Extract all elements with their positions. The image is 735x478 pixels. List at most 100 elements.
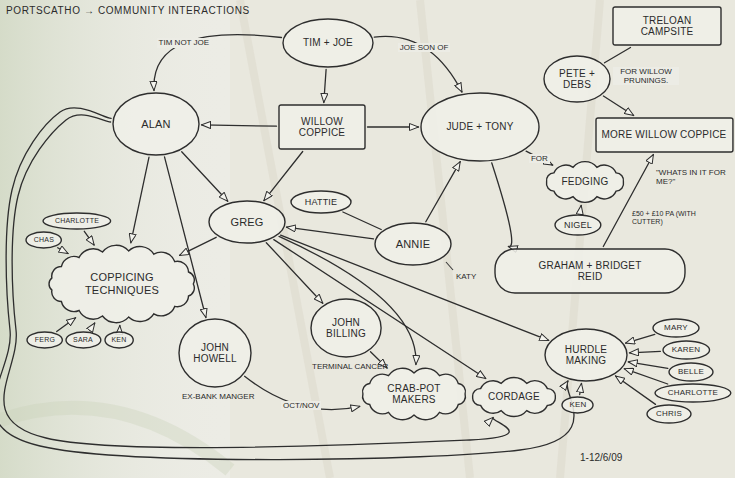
- ellipse-node: CHARLOTTE: [42, 212, 112, 230]
- connector: [616, 376, 656, 404]
- node-text: TIM + JOE: [303, 37, 353, 49]
- edge-label: JOE SON OF: [398, 43, 450, 52]
- node-text: MARY: [664, 323, 688, 332]
- connector: [245, 376, 360, 409]
- node-text: COPPICING TECHNIQUES: [79, 271, 165, 296]
- connector: [580, 205, 581, 212]
- connector: [603, 96, 633, 116]
- note-label: 1-12/6/09: [580, 452, 622, 464]
- connector: [154, 35, 282, 91]
- cloud-node: FEDGING: [540, 160, 630, 204]
- note-label: EX-BANK MANGER: [182, 392, 254, 401]
- note-label: "WHATS IN IT FOR ME?": [656, 168, 728, 186]
- connector: [264, 152, 303, 201]
- node-text: PETE + DEBS: [557, 68, 597, 91]
- connector: [624, 369, 668, 384]
- connector: [57, 318, 76, 332]
- connector: [266, 243, 323, 304]
- connector: [368, 126, 419, 127]
- outline-shape: [663, 341, 710, 359]
- outline-shape: [291, 191, 351, 213]
- ellipse-node: PETE + DEBS: [543, 55, 611, 103]
- node-text: JOHN BILLING: [323, 317, 369, 340]
- note-label: KATY: [456, 272, 476, 281]
- connector: [274, 240, 486, 379]
- connector: [182, 152, 228, 202]
- connector: [426, 162, 460, 222]
- ellipse-node: MARY: [652, 318, 700, 338]
- node-text: FERG: [35, 336, 55, 344]
- box-node: TRELOAN CAMPSITE: [612, 6, 722, 46]
- connector: [629, 351, 660, 353]
- node-text: FEDGING: [562, 176, 609, 188]
- outline-shape: [653, 319, 699, 337]
- connector: [58, 248, 68, 254]
- ellipse-node: ANNIE: [374, 222, 452, 266]
- connector: [626, 334, 655, 343]
- ellipse-node: HURDLE MAKING: [544, 328, 628, 382]
- connector: [180, 237, 217, 255]
- ellipse-node: FERG: [26, 331, 63, 349]
- connector: [605, 48, 631, 63]
- ellipse-node: TIM + JOE: [282, 18, 374, 68]
- outline-shape: [179, 319, 251, 387]
- outline-shape: [545, 329, 627, 381]
- outline-shape: [375, 223, 451, 265]
- node-text: SARA: [73, 336, 93, 344]
- outline-shape: [546, 162, 623, 203]
- outline-shape: [279, 105, 365, 149]
- outline-shape: [613, 7, 721, 45]
- connector: [343, 212, 381, 230]
- ellipse-node: KEN: [561, 396, 594, 414]
- node-text: JOHN HOWELL: [192, 342, 238, 365]
- node-text: JUDE + TONY: [446, 121, 513, 133]
- connector: [119, 326, 121, 330]
- ellipse-node: CHAS: [25, 231, 62, 249]
- node-text: TRELOAN CAMPSITE: [635, 15, 699, 38]
- outline-shape: [26, 232, 61, 248]
- outline-shape: [421, 93, 539, 161]
- outline-shape: [113, 93, 199, 155]
- outline-shape: [209, 201, 285, 243]
- connector: [287, 227, 374, 239]
- edge-label: FOR: [529, 154, 550, 163]
- edge-label: OCT/NOV: [281, 401, 321, 410]
- node-text: CHRIS: [656, 409, 682, 418]
- node-text: CHAS: [34, 236, 54, 244]
- outline-shape: [473, 377, 556, 416]
- diagram-title: PORTSCATHO → COMMUNITY INTERACTIONS: [6, 5, 250, 17]
- node-text: ANNIE: [396, 238, 431, 251]
- node-text: WILLOW COPPICE: [293, 116, 351, 139]
- ellipse-node: BELLE: [668, 362, 714, 382]
- node-text: GREG: [230, 216, 263, 229]
- ellipse-node: ALAN: [112, 92, 200, 156]
- connector: [580, 383, 582, 394]
- edge-label: FOR WILLOW PRUNINGS.: [613, 67, 679, 85]
- connector: [324, 70, 326, 103]
- box-node: MORE WILLOW COPPICE: [595, 117, 734, 153]
- node-text: MORE WILLOW COPPICE: [602, 129, 727, 141]
- node-text: BELLE: [678, 367, 704, 376]
- ellipse-node: JOHN HOWELL: [178, 318, 252, 388]
- ellipse-node: JUDE + TONY: [420, 92, 540, 162]
- node-text: NIGEL: [564, 220, 592, 230]
- outline-shape: [655, 384, 731, 402]
- note-label: TERMINAL CANCER: [312, 362, 388, 371]
- node-text: CHARLOTTE: [668, 388, 718, 397]
- edge-label: TIM NOT JOE: [157, 38, 212, 47]
- cloud-node: CORDAGE: [466, 376, 562, 418]
- outline-shape: [647, 405, 691, 423]
- ellipse-node: SARA: [65, 331, 102, 349]
- ellipse-node: CHRIS: [646, 404, 692, 424]
- box-node: WILLOW COPPICE: [278, 104, 366, 150]
- outline-shape: [562, 397, 593, 413]
- cloud-node: COPPICING TECHNIQUES: [44, 244, 200, 324]
- outline-shape: [596, 118, 733, 152]
- connector: [526, 151, 553, 165]
- node-text: KAREN: [672, 345, 701, 354]
- connector: [202, 125, 277, 126]
- outline-shape: [283, 19, 373, 67]
- ellipse-node: KAREN: [662, 340, 711, 360]
- connector: [84, 231, 94, 245]
